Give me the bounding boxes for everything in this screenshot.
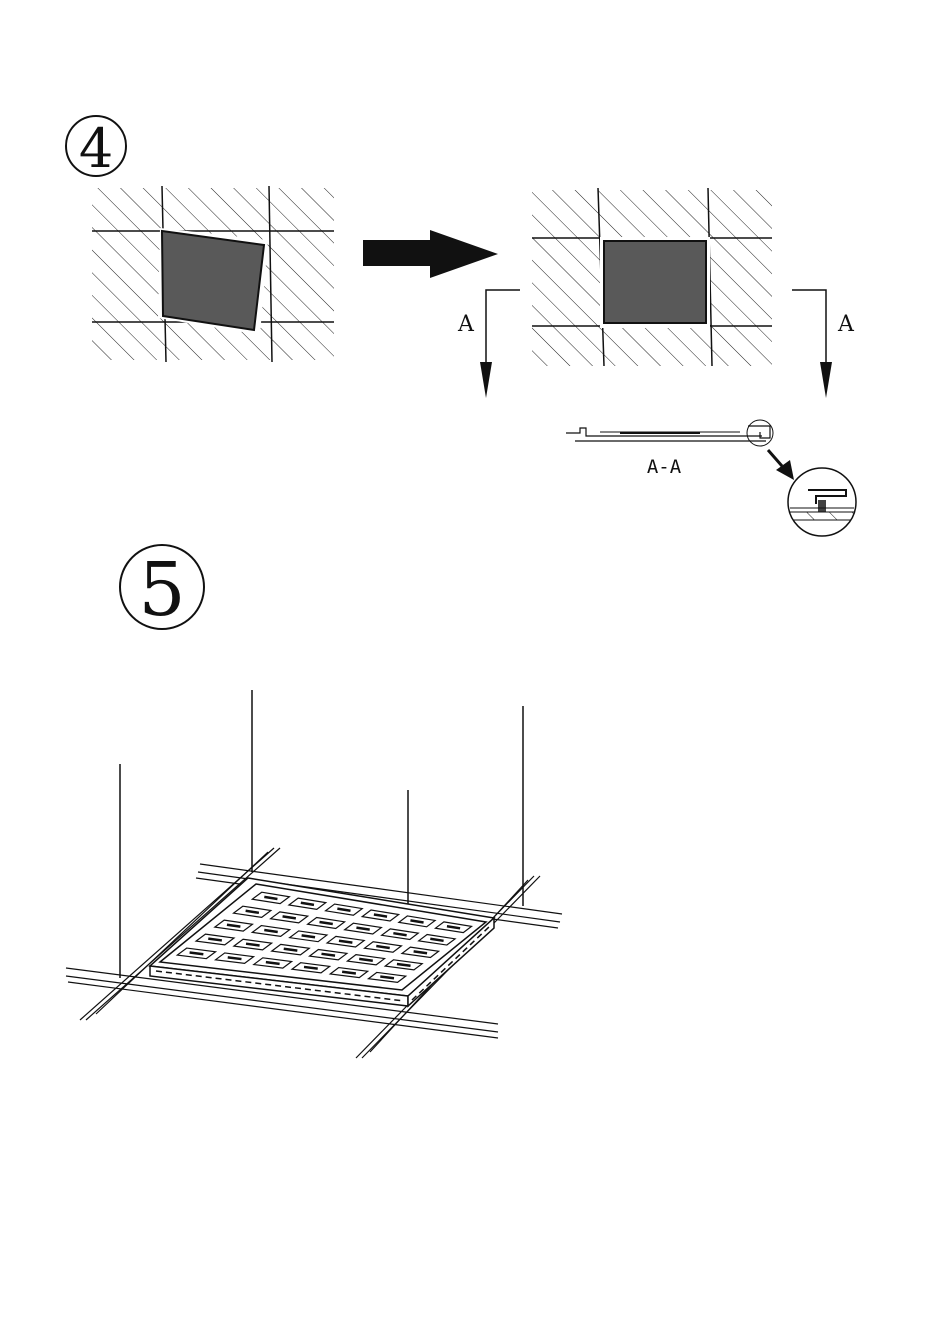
section-label-left: A [457, 312, 475, 337]
ceiling-tile-before [92, 186, 334, 362]
grille-slot-mark [190, 953, 204, 955]
grille-slot-mark [380, 977, 394, 979]
grille-slot-mark [228, 957, 242, 959]
section-label-right: A [837, 312, 855, 337]
down-arrow-icon [820, 362, 832, 398]
section-mark-left: A [457, 290, 520, 398]
access-panel-fitted [604, 241, 706, 323]
step-5: 5 [66, 545, 562, 1058]
grille-slot-mark [304, 967, 318, 969]
down-right-arrow-icon [768, 450, 794, 480]
right-arrow-icon [363, 230, 498, 278]
section-profile: A-A [566, 420, 773, 478]
grille-slot-mark [266, 962, 280, 964]
ceiling-tile-after [532, 188, 772, 366]
step-4: 4 A [66, 116, 856, 536]
down-arrow-icon [480, 362, 492, 398]
step-5-number: 5 [138, 547, 185, 633]
access-panel-tilted [162, 231, 264, 330]
section-title: A-A [647, 456, 682, 478]
section-mark-right: A [792, 290, 855, 398]
grille-slot-mark [342, 972, 356, 974]
step-4-number: 4 [79, 117, 113, 180]
detail-callout [788, 468, 856, 536]
